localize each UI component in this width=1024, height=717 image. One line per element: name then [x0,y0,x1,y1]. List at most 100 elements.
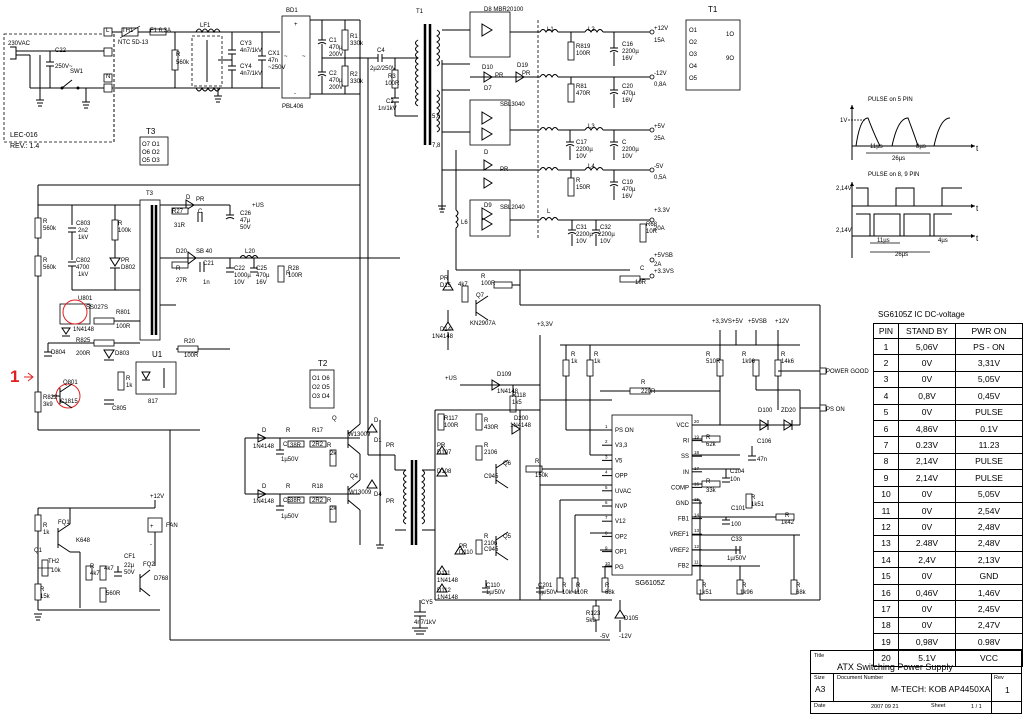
component-label: R [43,258,48,264]
component-label: PR [196,197,205,203]
wave5-level: 1V [840,118,847,124]
component-label: 470µ [622,187,636,193]
pin-number-cell: 8 [873,452,899,471]
component-label: TH2 [48,559,60,565]
component-label: T3 [146,191,154,197]
component-label: PR [437,443,446,449]
ic-pin-number-right: 18 [694,450,700,455]
component-label: C33 [731,537,743,543]
component-label: D1 [374,438,382,444]
component-label: +12V [775,319,789,325]
component-label: R [742,352,747,358]
component-label: 1k [43,530,50,536]
docnum-value: M-TECH: KOB AP4450XA [891,684,991,694]
component-label: W13009 [348,432,371,438]
component-label: D4 [374,492,382,498]
component-label: 2µ2/250V [370,66,396,72]
component-label: 14k6 [781,359,795,365]
component-label: C17 [576,140,588,146]
component-label: 200V [329,85,343,91]
component-label: R123 [586,611,601,617]
component-label: Q [332,416,337,422]
component-label: L2 [588,27,595,33]
component-label: 47n [757,457,767,463]
component-label: R [126,376,131,382]
component-label: SBL2040 [500,205,525,211]
component-label: C20 [622,84,634,90]
power-on-voltage-cell: 0.98V [955,633,1023,651]
component-label: C22 [55,48,67,54]
ic-pin-label-left: V3,3 [615,443,628,449]
component-label: +3,3VS [712,319,732,325]
component-label: 1N4148 [253,444,275,450]
component-label: PR [386,499,395,505]
pin-number-cell: 10 [873,485,899,503]
component-label: TH1 [122,28,134,34]
component-label: 1µ50V [281,457,298,463]
component-label: +5V [732,319,743,325]
component-label: Q7 [476,293,485,299]
wave5-t1: 11µs [870,144,883,150]
power-on-voltage-cell: 3,31V [955,354,1023,372]
component-label: CY3 [240,41,252,47]
component-label: C5 [283,498,291,504]
component-label: 50V [124,570,135,576]
component-label: 10R [646,229,658,235]
ic-pin-number-left: 3 [605,454,608,459]
ic-pin-number-right: 14 [694,513,700,518]
component-label: L3 [588,124,595,130]
component-label: 1000µ [234,273,251,279]
component-label: 10n [730,477,740,483]
t2-label: T2 [318,359,328,368]
component-label: R [641,380,646,386]
component-label: CX1 [268,51,280,57]
title-label: Title [814,653,825,659]
component-label: D9 [484,203,492,209]
standby-voltage-cell: 2.48V [898,534,956,553]
component-label: 31R [174,223,186,229]
component-label: C [198,209,203,215]
wave89-t1: 11µs [877,238,890,244]
component-label: R [742,583,747,589]
ic-pin-label-right: COMP [671,485,689,491]
component-label: 16V [622,56,633,62]
component-label: R825 [76,338,91,344]
component-label: D19 [517,63,529,69]
component-label: PR [495,73,504,79]
wave5-period: 26µs [892,156,905,162]
component-label: 1k96 [740,590,754,596]
component-label: C803 [76,221,91,227]
out-33v-label: +3.3V [654,208,670,214]
component-label: 100k [118,228,132,234]
standby-voltage-cell: 0V [898,567,956,585]
pin-table-header-pin: PIN [873,323,899,339]
component-label: C3 [386,99,394,105]
svg-text:9O: 9O [726,56,734,62]
pin-number-cell: 11 [873,501,899,520]
component-label: D7 [484,86,492,92]
component-label: 1N4148 [510,423,532,429]
standby-section: 1 [10,184,360,431]
power-on-voltage-cell: 0.1V [955,419,1023,438]
t1-pinout-box: T1 O1 O2 O3 O4 O5 1O 9O [685,5,741,91]
component-label: 1k51 [751,502,765,508]
out-5v-amp: 25A [654,136,665,142]
component-label: R [481,274,486,280]
component-label: -12V [619,634,632,640]
component-label: D [484,150,489,156]
component-label: 1k [594,359,601,365]
component-label: Q4 [350,474,359,480]
component-label: R [40,587,45,593]
pin-table-title: SG6105Z IC DC-voltage [878,310,965,319]
ic-pin-label-right: VREF2 [670,548,690,554]
component-label: R [484,418,489,424]
component-label: C26 [240,211,252,217]
power-on-voltage-cell: PULSE [955,452,1023,471]
ic-right-pins: VCC20RI19SS18IN17COMP16GND15FB114VREF113… [670,419,702,569]
svg-text:O2 O5: O2 O5 [312,385,330,391]
component-label: R [706,479,711,485]
